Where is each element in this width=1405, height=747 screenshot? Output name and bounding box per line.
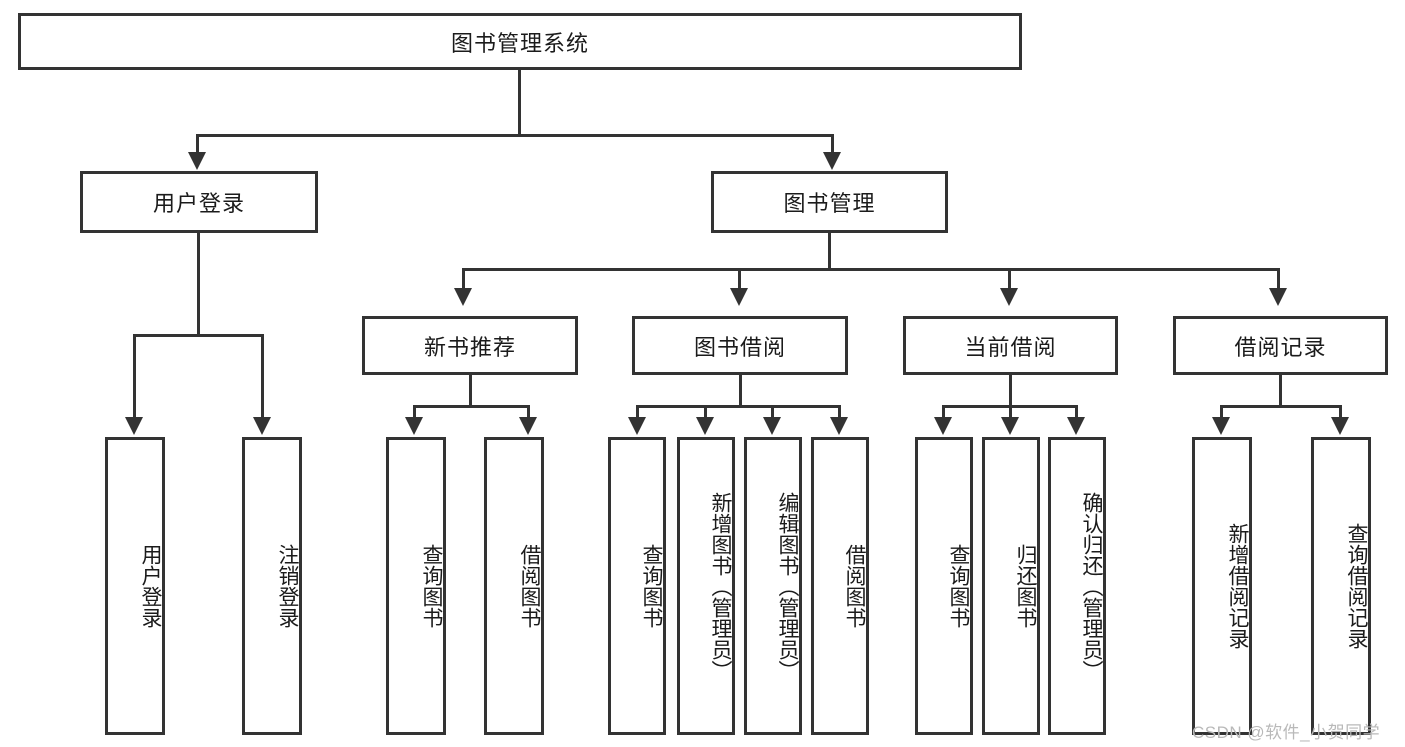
connector-user-login-leaf-1	[133, 334, 136, 419]
leaf-new-book-borrow-book[interactable]: 借阅图书	[484, 437, 544, 735]
node-label: 借阅图书	[518, 544, 541, 628]
leaf-current-borrow-query-book[interactable]: 查询图书	[915, 437, 973, 735]
connector-current-borrow-leaf-3	[1075, 405, 1078, 419]
connector-book-borrow-leaf-1	[636, 405, 639, 419]
arrow-user-login-leaf-2	[253, 417, 271, 435]
arrow-to-borrow-record	[1269, 288, 1287, 306]
connector-user-login-stem	[197, 233, 200, 335]
node-label: 借阅图书	[843, 544, 866, 628]
arrow-to-new-book-recommend	[454, 288, 472, 306]
connector-to-borrow-record	[1277, 268, 1280, 290]
arrow-to-book-borrow	[730, 288, 748, 306]
arrow-book-borrow-leaf-4	[830, 417, 848, 435]
leaf-current-borrow-confirm-return-admin[interactable]: 确认归还（管理员）	[1048, 437, 1106, 735]
leaf-borrow-record-query-record[interactable]: 查询借阅记录	[1311, 437, 1371, 735]
connector-to-current-borrow	[1008, 268, 1011, 290]
node-label: 当前借阅	[964, 334, 1057, 360]
node-label: 注销登录	[276, 544, 299, 628]
node-label: 确认归还（管理员）	[1080, 491, 1103, 681]
arrow-borrow-record-leaf-1	[1212, 417, 1230, 435]
leaf-user-login-logout[interactable]: 注销登录	[242, 437, 302, 735]
node-label: 查询图书	[420, 544, 443, 628]
connector-book-borrow-split-bar	[636, 405, 841, 408]
node-label: 归还图书	[1014, 544, 1037, 628]
connector-new-book-recommend-leaf-2	[527, 405, 530, 419]
arrow-new-book-recommend-leaf-1	[405, 417, 423, 435]
connector-borrow-record-stem	[1279, 375, 1282, 406]
leaf-new-book-query-book[interactable]: 查询图书	[386, 437, 446, 735]
node-label: 借阅记录	[1234, 334, 1327, 360]
connector-current-borrow-leaf-2	[1009, 405, 1012, 419]
connector-book-borrow-leaf-3	[771, 405, 774, 419]
connector-book-management-split-bar	[462, 268, 1280, 271]
connector-root-stem	[518, 70, 521, 135]
node-user-login[interactable]: 用户登录	[80, 171, 318, 233]
node-label: 用户登录	[152, 191, 245, 216]
arrow-current-borrow-leaf-1	[934, 417, 952, 435]
leaf-borrow-record-add-record[interactable]: 新增借阅记录	[1192, 437, 1252, 735]
connector-current-borrow-stem	[1009, 375, 1012, 406]
node-new-book-recommend[interactable]: 新书推荐	[362, 316, 578, 375]
node-label: 用户登录	[139, 544, 162, 628]
arrow-root-to-user-login	[188, 152, 206, 170]
node-root-book-management-system[interactable]: 图书管理系统	[18, 13, 1022, 70]
connector-book-borrow-stem	[739, 375, 742, 406]
leaf-book-borrow-edit-book-admin[interactable]: 编辑图书（管理员）	[744, 437, 802, 735]
connector-borrow-record-split-bar	[1220, 405, 1342, 408]
node-label: 查询图书	[640, 544, 663, 628]
node-book-management[interactable]: 图书管理	[711, 171, 948, 233]
connector-user-login-split-bar	[133, 334, 264, 337]
connector-book-management-stem	[828, 233, 831, 269]
arrow-root-to-book-management	[823, 152, 841, 170]
connector-user-login-leaf-2	[261, 334, 264, 419]
node-label: 新增借阅记录	[1226, 523, 1249, 649]
arrow-book-borrow-leaf-2	[696, 417, 714, 435]
arrow-current-borrow-leaf-2	[1001, 417, 1019, 435]
node-label: 图书管理	[783, 191, 876, 216]
node-borrow-record[interactable]: 借阅记录	[1173, 316, 1388, 375]
leaf-current-borrow-return-book[interactable]: 归还图书	[982, 437, 1040, 735]
connector-root-split-bar	[196, 134, 834, 137]
node-label: 图书借阅	[693, 334, 786, 360]
node-label: 编辑图书（管理员）	[776, 491, 799, 681]
connector-new-book-recommend-split-bar	[413, 405, 530, 408]
node-label: 查询借阅记录	[1345, 523, 1368, 649]
connector-new-book-recommend-stem	[469, 375, 472, 406]
connector-borrow-record-leaf-1	[1220, 405, 1223, 419]
arrow-borrow-record-leaf-2	[1331, 417, 1349, 435]
connector-new-book-recommend-leaf-1	[413, 405, 416, 419]
leaf-book-borrow-borrow-book[interactable]: 借阅图书	[811, 437, 869, 735]
connector-book-borrow-leaf-2	[704, 405, 707, 419]
node-current-borrow[interactable]: 当前借阅	[903, 316, 1118, 375]
arrow-book-borrow-leaf-3	[763, 417, 781, 435]
arrow-new-book-recommend-leaf-2	[519, 417, 537, 435]
connector-to-book-borrow	[738, 268, 741, 290]
leaf-book-borrow-query-book[interactable]: 查询图书	[608, 437, 666, 735]
node-label: 图书管理系统	[450, 30, 589, 56]
node-book-borrow[interactable]: 图书借阅	[632, 316, 848, 375]
node-label: 新书推荐	[423, 334, 516, 360]
node-label: 新增图书（管理员）	[709, 491, 732, 681]
arrow-to-current-borrow	[1000, 288, 1018, 306]
connector-book-borrow-leaf-4	[838, 405, 841, 419]
arrow-current-borrow-leaf-3	[1067, 417, 1085, 435]
connector-root-to-user-login	[196, 134, 199, 154]
node-label: 查询图书	[947, 544, 970, 628]
arrow-book-borrow-leaf-1	[628, 417, 646, 435]
connector-borrow-record-leaf-2	[1339, 405, 1342, 419]
leaf-user-login-login[interactable]: 用户登录	[105, 437, 165, 735]
connector-current-borrow-leaf-1	[942, 405, 945, 419]
connector-root-to-book-management	[831, 134, 834, 154]
leaf-book-borrow-add-book-admin[interactable]: 新增图书（管理员）	[677, 437, 735, 735]
connector-to-new-book-recommend	[462, 268, 465, 290]
arrow-user-login-leaf-1	[125, 417, 143, 435]
